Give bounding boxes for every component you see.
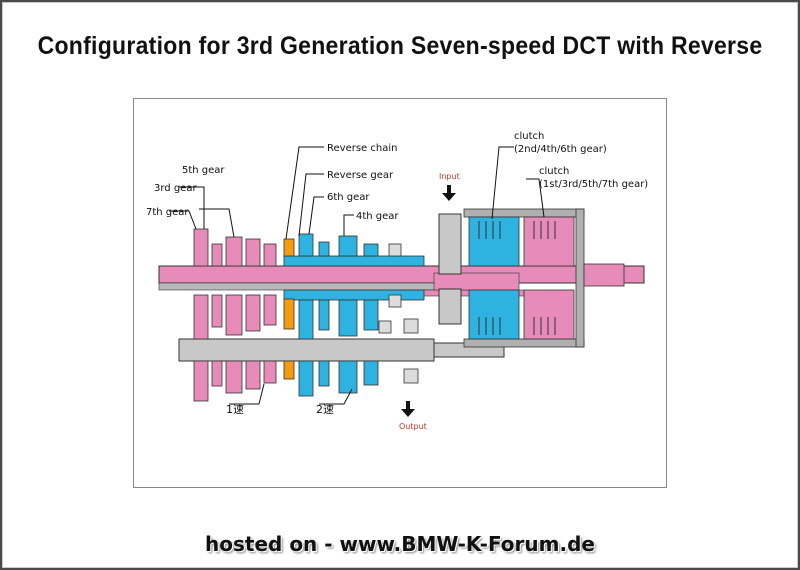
- label-output: Output: [399, 422, 427, 431]
- even-gears-top: [298, 233, 379, 257]
- input-hub: [438, 213, 462, 325]
- countershaft: [178, 338, 505, 362]
- label-2nd-gear-jp: 2速: [316, 403, 334, 416]
- label-input: Input: [439, 172, 460, 181]
- reverse-gears: [283, 238, 295, 380]
- clutch-even-pack: [468, 216, 520, 340]
- label-7th-gear: 7th gear: [146, 207, 189, 218]
- leader-lines: [169, 146, 545, 405]
- clutch-odd-pack: [523, 216, 575, 340]
- output-arrow: [401, 401, 415, 417]
- label-clutch-even-detail: (2nd/4th/6th gear): [514, 144, 607, 155]
- clutch-odd-plates: [533, 221, 556, 335]
- page-title: Configuration for 3rd Generation Seven-s…: [37, 32, 763, 60]
- label-reverse-chain: Reverse chain: [327, 143, 397, 154]
- label-6th-gear: 6th gear: [327, 192, 370, 203]
- label-reverse-gear: Reverse gear: [327, 170, 394, 181]
- odd-gears-top: [193, 228, 277, 267]
- shaft-end: [583, 263, 625, 287]
- odd-gears-bottom: [193, 294, 277, 402]
- label-clutch-odd: clutch: [539, 166, 569, 177]
- input-arrow: [442, 185, 456, 201]
- label-4th-gear: 4th gear: [356, 211, 399, 222]
- label-5th-gear: 5th gear: [182, 165, 225, 176]
- bearings: [378, 243, 419, 384]
- label-3rd-gear: 3rd gear: [154, 183, 197, 194]
- dct-cross-section: Reverse chain Reverse gear 6th gear 4th …: [146, 131, 648, 431]
- label-clutch-even: clutch: [514, 131, 544, 142]
- clutch-even-plates: [478, 221, 501, 335]
- watermark: hosted on - www.BMW-K-Forum.de: [205, 532, 595, 556]
- even-gears-bottom: [298, 299, 379, 397]
- dct-diagram: Reverse chain Reverse gear 6th gear 4th …: [133, 98, 667, 488]
- label-clutch-odd-detail: (1st/3rd/5th/7th gear): [539, 179, 648, 190]
- label-1st-gear-jp: 1速: [226, 403, 244, 416]
